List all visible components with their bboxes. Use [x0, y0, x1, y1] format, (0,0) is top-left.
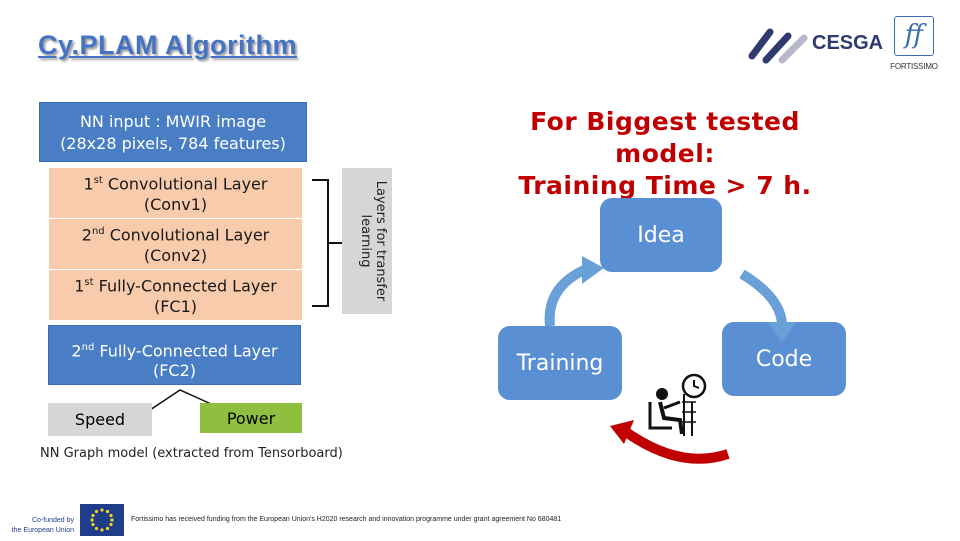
output-split-lines	[149, 389, 221, 411]
cycle-code-label: Code	[755, 346, 813, 372]
nn-input-line-1: NN input : MWIR image	[79, 112, 267, 131]
nn-input-line-2: (28x28 pixels, 784 features)	[60, 134, 286, 153]
graph-caption: NN Graph model (extracted from Tensorboa…	[40, 446, 343, 461]
fc2-box: 2nd Fully-Connected Layer (FC2)	[48, 325, 301, 385]
cesga-swoosh-icon	[748, 28, 808, 64]
arrow-code-to-training	[623, 427, 730, 464]
nn-input-box: NN input : MWIR image (28x28 pixels, 784…	[39, 102, 307, 162]
cesga-text: CESGA	[812, 32, 884, 54]
biggest-model-note: For Biggest tested model: Training Time …	[480, 106, 850, 202]
waiting-person-clock-icon	[648, 373, 707, 436]
cycle-training: Training	[498, 326, 622, 400]
slide-title: Cy.PLAM Algorithm	[38, 30, 297, 60]
speed-output-box: Speed	[48, 403, 152, 436]
cycle-idea: Idea	[600, 198, 722, 272]
fortissimo-logo: ff FORTISSIMO	[884, 14, 944, 76]
speed-label: Speed	[74, 410, 126, 429]
layer-conv2: 2nd Convolutional Layer(Conv2)	[49, 219, 302, 270]
funding-footer: Fortissimo has received funding from the…	[131, 516, 562, 523]
eu-flag-icon	[80, 504, 124, 536]
power-label: Power	[226, 408, 276, 428]
arrow-idea-to-code	[739, 269, 787, 327]
transfer-layers-stack: 1st Convolutional Layer(Conv1) 2nd Convo…	[48, 168, 302, 320]
arrow-head-idea	[582, 256, 604, 284]
transfer-bracket	[312, 179, 344, 307]
transfer-label: Layers for transfer learning	[358, 180, 388, 302]
transfer-label-box: Layers for transfer learning	[342, 168, 392, 314]
fortissimo-ff-icon: ff	[894, 16, 934, 56]
arrow-head-code	[768, 322, 796, 342]
arrow-training-to-idea	[544, 265, 587, 327]
cycle-arrows	[544, 256, 796, 464]
eu-text: Co-funded by the European Union	[11, 517, 74, 534]
layer-conv1: 1st Convolutional Layer(Conv1)	[49, 168, 302, 219]
biggest-model-line-1: For Biggest tested model:	[530, 107, 800, 168]
eu-logo: Co-funded by the European Union	[4, 502, 124, 538]
arrow-head-training	[610, 420, 634, 444]
eu-stars-icon	[90, 508, 114, 532]
cesga-logo: CESGA	[748, 22, 883, 66]
cycle-training-label: Training	[516, 350, 604, 376]
cycle-idea-label: Idea	[637, 222, 685, 248]
cycle-code: Code	[722, 322, 846, 396]
layer-fc1: 1st Fully-Connected Layer(FC1)	[74, 276, 277, 316]
fortissimo-text: FORTISSIMO	[890, 62, 938, 71]
power-output-box: Power	[200, 403, 302, 433]
biggest-model-line-2: Training Time > 7 h.	[518, 171, 812, 200]
